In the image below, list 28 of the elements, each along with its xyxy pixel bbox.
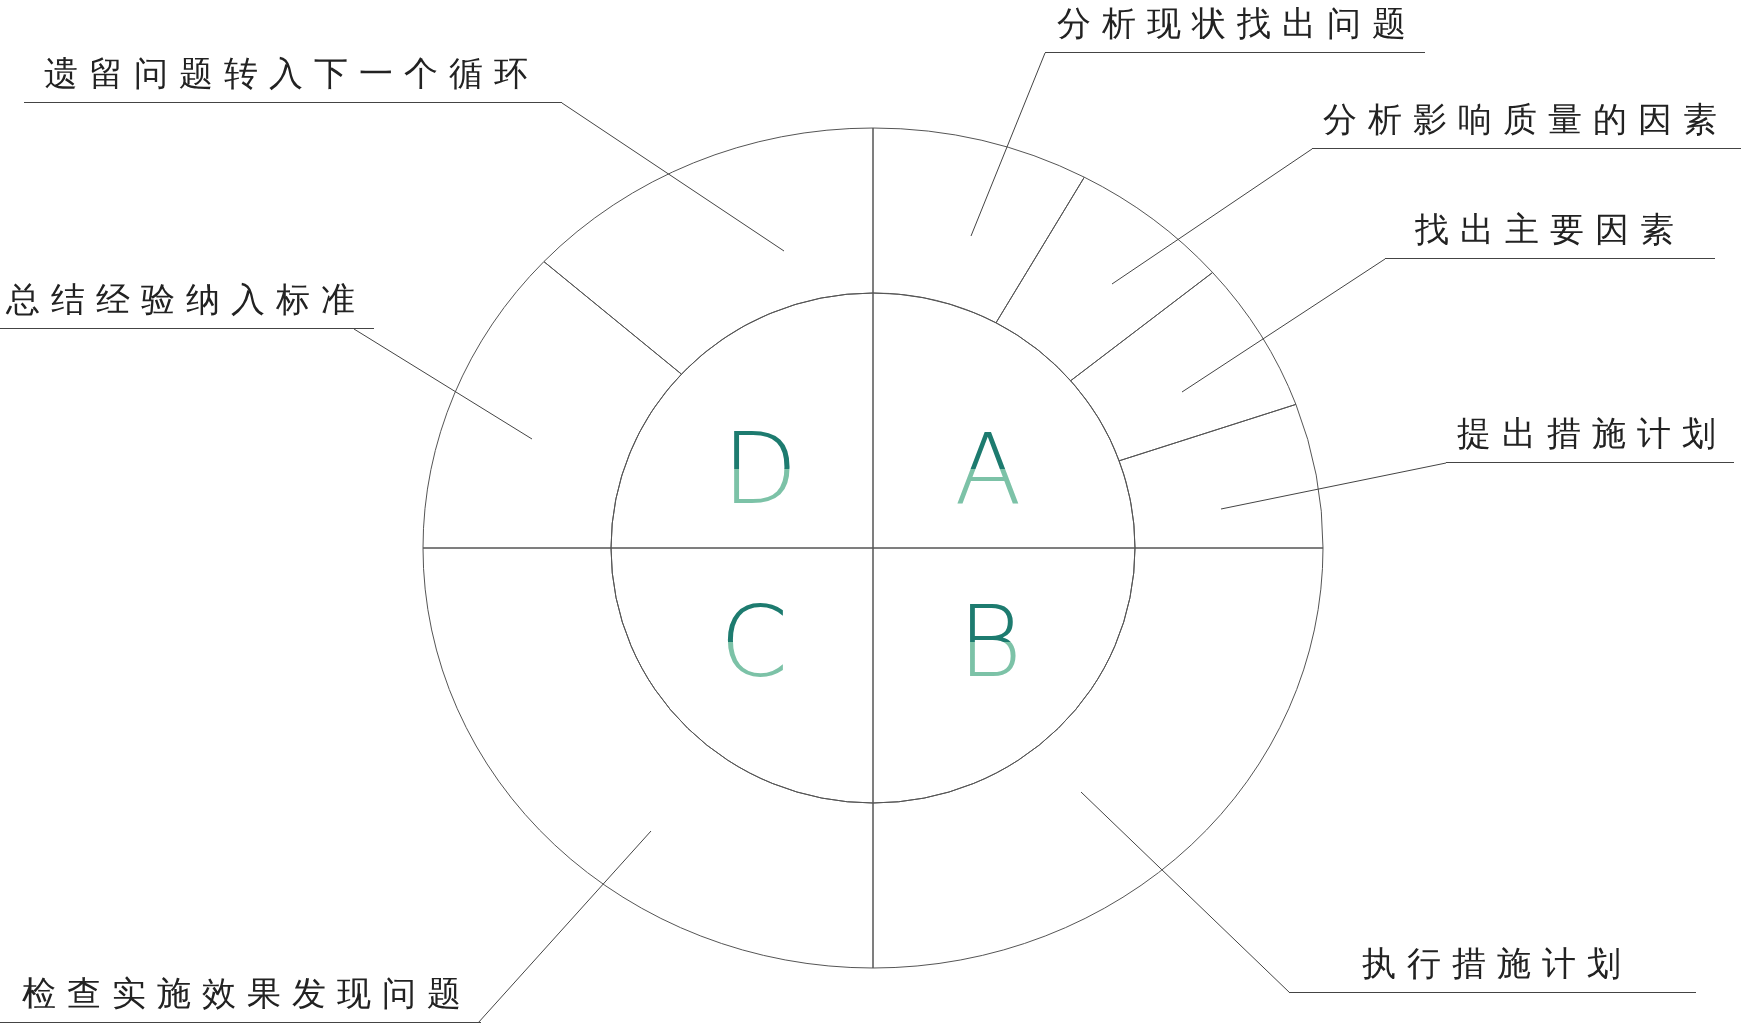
ring-segment xyxy=(1118,403,1324,549)
ring-segment xyxy=(872,127,1085,324)
ring-segment xyxy=(1070,272,1297,462)
callout-label: 提出措施计划 xyxy=(1446,411,1734,463)
callout-label: 分析现状找出问题 xyxy=(1045,1,1425,53)
quadrant-letter: D xyxy=(722,412,798,526)
ring-segment xyxy=(543,127,874,375)
leader-line xyxy=(353,328,533,440)
ring-segment xyxy=(995,176,1214,382)
callout-label: 总结经验纳入标准 xyxy=(0,277,374,329)
leader-line xyxy=(477,830,652,1024)
callout-label: 检查实施效果发现问题 xyxy=(0,971,481,1023)
callout-label: 找出主要因素 xyxy=(1385,207,1715,259)
quadrant-letter: C xyxy=(719,585,789,699)
quadrant-letter: B xyxy=(957,585,1023,699)
leader-line xyxy=(970,52,1046,237)
quadrant-letter: A xyxy=(954,412,1022,526)
ring-segment xyxy=(422,261,682,549)
leader-line xyxy=(1220,462,1447,510)
leader-line xyxy=(1111,148,1313,285)
leader-line xyxy=(1080,791,1291,994)
ring-segment xyxy=(872,547,1324,969)
callout-label: 执行措施计划 xyxy=(1290,941,1696,993)
ring-segment xyxy=(422,547,874,969)
callout-label: 分析影响质量的因素 xyxy=(1312,97,1741,149)
leader-line xyxy=(1181,258,1386,393)
leader-line xyxy=(561,102,785,252)
callout-label: 遗留问题转入下一个循环 xyxy=(24,51,562,103)
